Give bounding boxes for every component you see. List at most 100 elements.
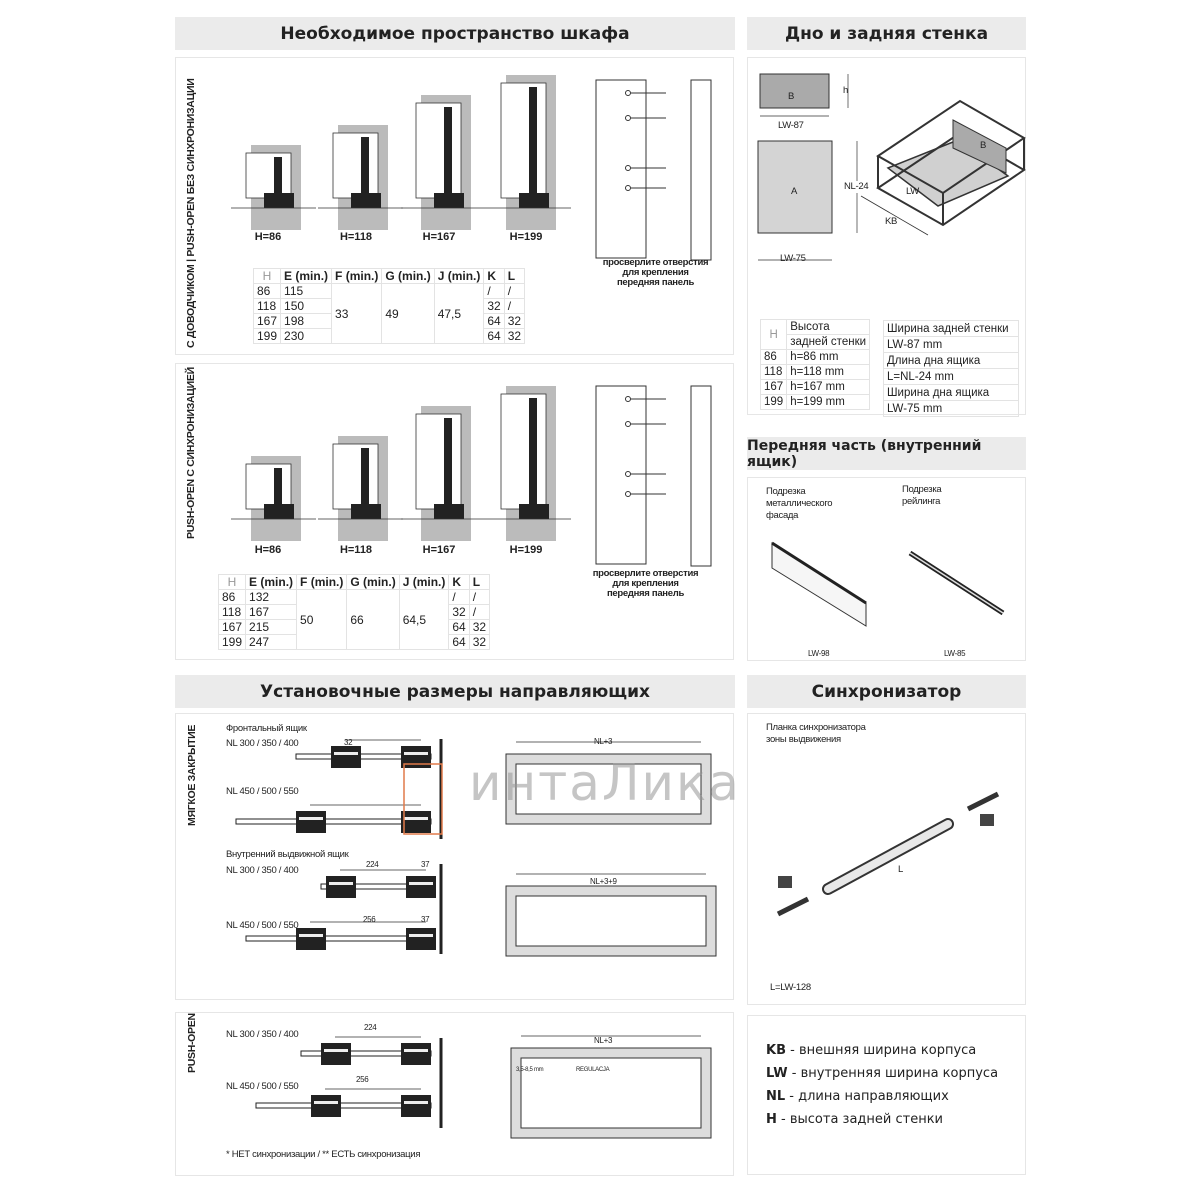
hole bbox=[625, 396, 631, 402]
label-lw87: LW-87 bbox=[778, 120, 804, 131]
rail-diagrams bbox=[235, 739, 717, 957]
drill-template bbox=[595, 79, 647, 259]
highlight-box bbox=[403, 763, 443, 835]
label-nl24: NL-24 bbox=[844, 181, 869, 193]
rail bbox=[245, 935, 432, 942]
hole bbox=[625, 421, 631, 427]
hole bbox=[625, 185, 631, 191]
legend-item: KB - внешняя ширина корпуса bbox=[766, 1043, 977, 1058]
header-front-part: Передняя часть (внутренний ящик) bbox=[747, 437, 1026, 470]
footnote: * НЕТ синхронизации / ** ЕСТЬ синхрониза… bbox=[226, 1149, 421, 1160]
legend-list: KB - внешняя ширина корпуса LW - внутрен… bbox=[766, 1039, 998, 1131]
regulation: REGULACJA bbox=[576, 1067, 610, 1073]
label-b: B bbox=[788, 91, 795, 102]
bracket bbox=[321, 1043, 351, 1065]
facade-dim: LW-98 bbox=[808, 649, 830, 658]
length-label: L bbox=[898, 864, 903, 875]
drawer-front bbox=[245, 463, 292, 510]
dim-37: 37 bbox=[421, 860, 430, 869]
bracket-inner bbox=[324, 1049, 348, 1052]
label-b-3d: B bbox=[980, 140, 987, 151]
bracket-inner bbox=[404, 817, 428, 820]
legend-item: NL - длина направляющих bbox=[766, 1089, 949, 1104]
height-label: H=199 bbox=[509, 231, 543, 243]
dim-nl3: NL+3 bbox=[594, 1036, 613, 1045]
label-kb: KB bbox=[885, 216, 898, 227]
drawer-front bbox=[500, 82, 547, 199]
bracket bbox=[331, 746, 361, 768]
dim-256: 256 bbox=[356, 1075, 369, 1084]
dim-32: 32 bbox=[344, 738, 353, 747]
header-cabinet-space: Необходимое пространство шкафа bbox=[175, 17, 735, 50]
bracket-inner bbox=[329, 882, 353, 885]
drawer-side bbox=[274, 157, 282, 207]
hole bbox=[625, 491, 631, 497]
bracket-inner bbox=[314, 1101, 338, 1104]
hole bbox=[625, 165, 631, 171]
drawer-side bbox=[444, 418, 452, 518]
height-label: H=118 bbox=[339, 231, 373, 243]
bracket-inner bbox=[409, 882, 433, 885]
bracket bbox=[401, 811, 431, 833]
nl-small-label: NL 300 / 350 / 400 bbox=[226, 865, 299, 876]
back-template bbox=[690, 79, 712, 261]
runner bbox=[351, 193, 381, 208]
synchronizer-drawing bbox=[776, 791, 1000, 917]
dim-nl39: NL+3+9 bbox=[590, 877, 617, 886]
nl-small-label: NL 300 / 350 / 400 bbox=[226, 1029, 299, 1040]
bracket bbox=[401, 1095, 431, 1117]
height-label: H=118 bbox=[339, 544, 373, 556]
height-label: H=167 bbox=[422, 231, 456, 243]
drawer-front bbox=[332, 443, 379, 510]
panel-legend: KB - внешняя ширина корпуса LW - внутрен… bbox=[747, 1015, 1026, 1175]
runner bbox=[434, 193, 464, 208]
bracket-inner bbox=[299, 934, 323, 937]
bottom-sizes-table: Ширина задней стенки LW-87 mm Длина дна … bbox=[883, 320, 1019, 417]
label-lw: LW bbox=[906, 186, 919, 197]
drawer-side bbox=[274, 468, 282, 518]
bracket-inner bbox=[404, 1101, 428, 1104]
reg-range: 3,5-8,5 mm bbox=[516, 1067, 544, 1073]
label-lw75: LW-75 bbox=[780, 253, 806, 264]
dim-37: 37 bbox=[421, 915, 430, 924]
drawer-side bbox=[361, 137, 369, 207]
runner bbox=[434, 504, 464, 519]
rail-diagrams bbox=[255, 1035, 712, 1139]
drawer-front bbox=[332, 132, 379, 199]
height-label: H=86 bbox=[254, 231, 282, 243]
cabinet-inner bbox=[515, 763, 702, 815]
bottom-back-diagram bbox=[757, 73, 1026, 261]
drawer-front bbox=[415, 102, 462, 199]
label-h: h bbox=[843, 85, 848, 96]
bracket-inner bbox=[404, 1049, 428, 1052]
bracket bbox=[296, 928, 326, 950]
dim-256: 256 bbox=[363, 915, 376, 924]
profile-diagrams bbox=[231, 385, 712, 567]
drawer-front bbox=[415, 413, 462, 510]
height-label: H=167 bbox=[422, 544, 456, 556]
nl-small-label: NL 300 / 350 / 400 bbox=[226, 738, 299, 749]
profile-diagrams bbox=[231, 75, 712, 261]
runner bbox=[519, 193, 549, 208]
rail-dim: LW-85 bbox=[944, 649, 966, 658]
bracket-inner bbox=[409, 934, 433, 937]
bracket bbox=[326, 876, 356, 898]
length-formula: L=LW-128 bbox=[770, 982, 811, 993]
header-rail-dimensions: Установочные размеры направляющих bbox=[175, 675, 735, 708]
bracket bbox=[296, 811, 326, 833]
bracket-inner bbox=[404, 752, 428, 755]
drawer-side bbox=[529, 398, 537, 518]
nl-large-label: NL 450 / 500 / 550 bbox=[226, 920, 299, 931]
panel-soft-close-rails: МЯГКОЕ ЗАКРЫТИЕ Фронтальный ящик NL 300 … bbox=[175, 713, 739, 1000]
runner bbox=[264, 193, 294, 208]
header-bottom-back: Дно и задняя стенка bbox=[747, 17, 1026, 50]
nl-large-label: NL 450 / 500 / 550 bbox=[226, 1081, 299, 1092]
bracket bbox=[401, 1043, 431, 1065]
